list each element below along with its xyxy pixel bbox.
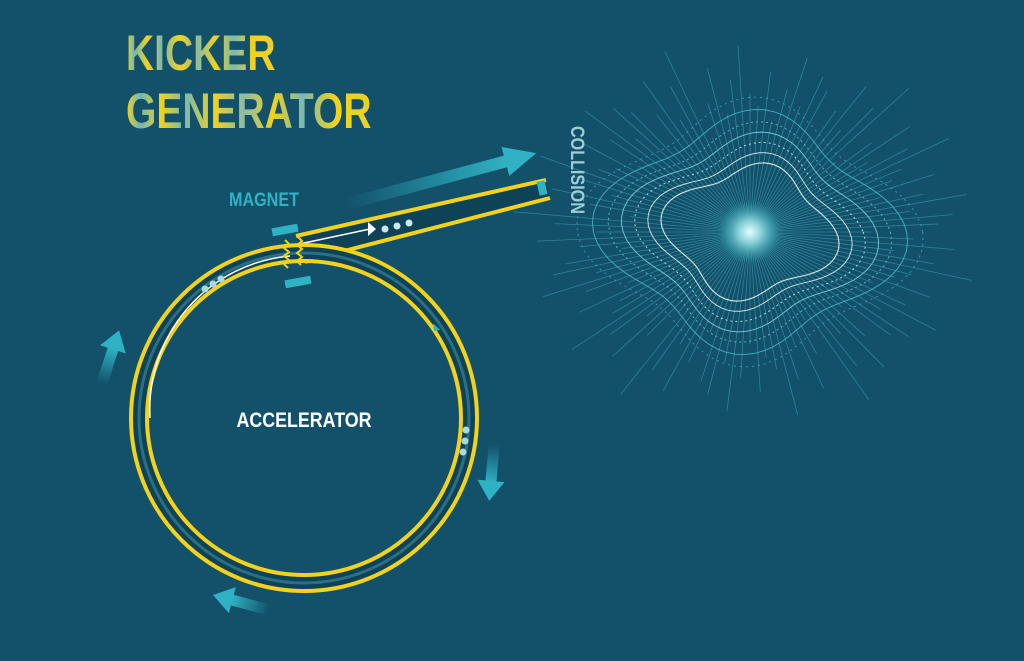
circulation-arrow	[96, 330, 126, 386]
extraction-direction-arrow	[346, 146, 537, 210]
burst-ray	[749, 231, 936, 331]
burst-wave	[576, 96, 924, 368]
particle	[461, 437, 469, 445]
burst-ray	[749, 214, 953, 233]
burst-wave	[607, 121, 893, 343]
burst-wave	[591, 108, 909, 356]
title-line-2: GENERATOR	[126, 82, 372, 139]
particle	[393, 222, 401, 230]
burst-ray	[571, 231, 751, 351]
burst-ray	[554, 223, 751, 233]
burst-ray	[551, 188, 751, 233]
burst-ray	[585, 110, 751, 233]
particle	[381, 225, 389, 233]
beam-direction-icon	[368, 222, 376, 236]
burst-ray	[664, 51, 751, 233]
burst-wave	[620, 131, 880, 333]
accelerator-ring	[129, 243, 479, 593]
particle	[217, 275, 225, 283]
accelerator-label: ACCELERATOR	[236, 409, 371, 433]
magnetic-pulse-icon	[282, 239, 291, 269]
burst-ray	[749, 231, 972, 281]
burst-ray	[749, 194, 967, 233]
collision-label: COLLISION	[567, 126, 589, 214]
circulation-arrow	[477, 444, 505, 501]
burst-ray	[536, 231, 751, 242]
collision-burst	[513, 45, 972, 416]
burst-ray	[749, 138, 949, 233]
circulation-arrow	[212, 587, 271, 616]
title: KICKER GENERATOR	[126, 24, 372, 139]
burst-ray	[749, 231, 870, 400]
burst-wave	[647, 152, 853, 312]
burst-wave	[660, 162, 840, 302]
burst-ray	[543, 231, 751, 298]
burst-ray	[540, 155, 751, 233]
burst-ray	[513, 211, 751, 233]
particle	[459, 448, 467, 456]
kicker-magnet	[271, 223, 312, 289]
title-line-1: KICKER	[126, 24, 275, 81]
particle	[405, 219, 413, 227]
magnetic-pulse-icon	[295, 236, 304, 266]
particle	[462, 426, 470, 434]
collision-point	[718, 200, 782, 264]
magnet-label: MAGNET	[229, 189, 299, 211]
particle	[209, 280, 217, 288]
extraction-beamline	[289, 178, 551, 264]
burst-ray	[749, 174, 935, 233]
burst-ray	[620, 231, 751, 395]
burst-ray	[553, 231, 751, 276]
particle	[201, 285, 209, 293]
